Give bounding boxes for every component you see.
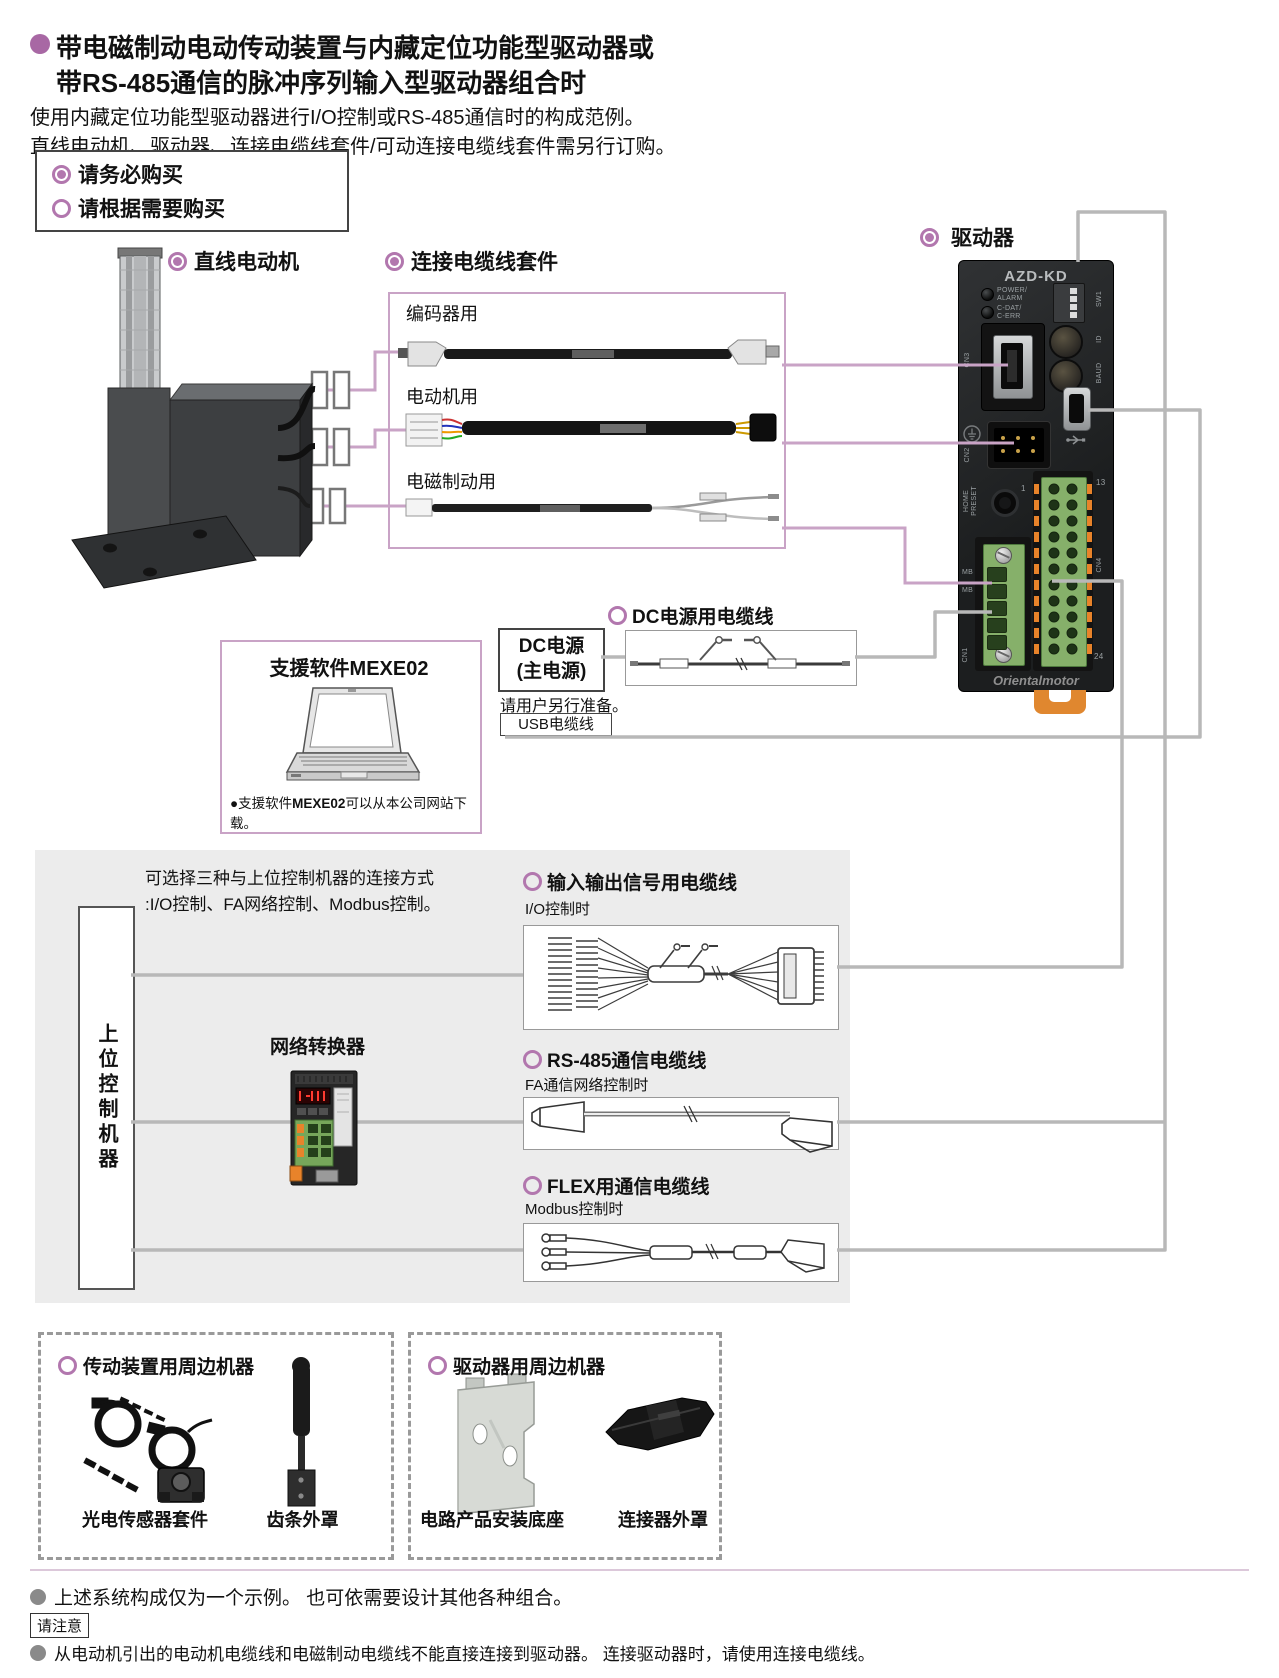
title-bullet-icon: [30, 34, 50, 54]
dc-power-box: DC电源 (主电源): [498, 628, 605, 692]
flex-cable-box: [523, 1223, 839, 1282]
io-cable-label: 输入输出信号用电缆线: [523, 868, 737, 895]
mexe02-box: [220, 640, 482, 834]
sw1-dip-switch: [1053, 283, 1085, 323]
driver-bullet-icon: [920, 227, 939, 247]
cable-set-label: 连接电缆线套件: [385, 246, 558, 276]
actuator-peripherals-bullet-icon: [58, 1356, 77, 1375]
rs485-cable-box: [523, 1097, 839, 1150]
encoder-cable-label: 编码器用: [406, 304, 478, 324]
cable-set-bullet-icon: [385, 251, 404, 271]
page-title-line1: 带电磁制动电动传动装置与内藏定位功能型驱动器或: [56, 33, 655, 63]
footer-note2: 从电动机引出的电动机电缆线和电磁制动电缆线不能直接连接到驱动器。 连接驱动器时，…: [30, 1640, 875, 1665]
id-label: ID: [1096, 335, 1103, 343]
baud-label: BAUD: [1096, 362, 1103, 384]
cdat-cerr-led-icon: [981, 306, 994, 319]
usb-cable-label: USB电缆线: [518, 716, 594, 733]
cn4-terminal: [1033, 471, 1093, 671]
mexe02-note: ●支援软件MEXE02可以从本公司网站下载。: [230, 796, 467, 831]
usb-cable-box: USB电缆线: [500, 713, 612, 736]
usb-port: [1063, 387, 1091, 431]
sensor-set-label: 光电传感器套件: [82, 1510, 208, 1530]
legend-box: [35, 150, 349, 232]
io-bullet-icon: [523, 872, 542, 891]
sw1-label: SW1: [1096, 290, 1103, 308]
driver-brand-logo: Orientalmotor: [993, 673, 1079, 688]
flex-cable-label: FLEX用通信电缆线: [523, 1172, 710, 1199]
cn1-terminal: [975, 537, 1031, 671]
control-select-line2: :I/O控制、FA网络控制、Modbus控制。: [145, 895, 441, 914]
dc-power-line2: (主电源): [516, 661, 587, 682]
footer-divider: [30, 1569, 1249, 1571]
cn2-label: CN2: [964, 447, 971, 463]
cn3-port: [981, 323, 1045, 411]
caution-badge: 请注意: [30, 1613, 90, 1638]
flex-cable-sub: Modbus控制时: [525, 1201, 624, 1218]
host-controller-box: 上位控制机器: [78, 906, 135, 1290]
io-cable-box: [523, 925, 839, 1030]
cn2-port: [987, 421, 1051, 469]
id-rotary-switch: [1049, 325, 1083, 359]
cn4-pin13-label: 13: [1096, 478, 1106, 487]
driver-panel: AZD-KD POWER/ALARM C-DAT/C-ERR SW1 ID BA…: [958, 260, 1114, 692]
cn4-pin24-label: 24: [1094, 652, 1104, 661]
driver-model: AZD-KD: [1004, 268, 1068, 285]
rs485-cable-sub: FA通信网络控制时: [525, 1077, 649, 1094]
legend-required: 请务必购买: [52, 159, 183, 189]
host-controller-label: 上位控制机器: [95, 1023, 117, 1173]
brake-cable-label: 电磁制动用: [406, 472, 496, 492]
usb-icon: [1066, 435, 1086, 445]
footer-note1: 上述系统构成仅为一个示例。 也可依需要设计其他各种组合。: [30, 1583, 572, 1610]
optional-bullet-icon: [52, 198, 71, 218]
driver-peripherals-label: 驱动器用周边机器: [428, 1352, 605, 1379]
home-preset-button: [991, 489, 1019, 517]
control-select-line1: 可选择三种与上位控制机器的连接方式: [145, 869, 434, 888]
linear-motor-label: 直线电动机: [168, 246, 299, 276]
power-alarm-led-icon: [981, 288, 994, 301]
rs485-bullet-icon: [523, 1050, 542, 1069]
connector-cover-label: 连接器外罩: [618, 1510, 708, 1530]
network-converter-label: 网络转换器: [270, 1037, 366, 1058]
driver-label: 驱动器: [920, 222, 1014, 252]
flex-bullet-icon: [523, 1176, 542, 1195]
actuator-peripherals-label: 传动装置用周边机器: [58, 1352, 254, 1379]
cn1-label: CN1: [962, 647, 969, 663]
footer-bullet2-icon: [30, 1644, 46, 1661]
description-line1: 使用内藏定位功能型驱动器进行I/O控制或RS-485通信时的构成范例。: [30, 107, 645, 129]
cable-set-box: [388, 292, 786, 549]
mexe02-title: 支援软件MEXE02: [269, 658, 429, 680]
dc-cable-bullet-icon: [608, 606, 627, 625]
linear-motor-image: [71, 247, 316, 589]
dc-cable-box: [625, 630, 857, 686]
required-bullet-icon: [52, 164, 71, 184]
driver-peripherals-bullet-icon: [428, 1356, 447, 1375]
legend-optional: 请根据需要购买: [52, 193, 225, 223]
cn4-pin1-label: 1: [1021, 484, 1026, 493]
linear-motor-bullet-icon: [168, 251, 187, 271]
rack-cover-label: 齿条外罩: [266, 1510, 339, 1530]
footer-bullet1-icon: [30, 1588, 46, 1605]
rs485-cable-label: RS-485通信电缆线: [523, 1046, 706, 1073]
mb-label-b: MB: [962, 587, 974, 594]
mounting-plate-label: 电路产品安装底座: [420, 1510, 564, 1530]
dc-cable-label: DC电源用电缆线: [608, 602, 773, 629]
din-clip: [1034, 690, 1086, 714]
mb-label-a: MB: [962, 569, 974, 576]
motor-cable-label: 电动机用: [406, 387, 478, 407]
prepare-note: 请用户另行准备。: [500, 698, 629, 715]
cn4-label: CN4: [1096, 557, 1103, 573]
cn3-label: CN3: [964, 352, 971, 368]
io-cable-sub: I/O控制时: [525, 901, 591, 918]
dc-power-line1: DC电源: [518, 636, 585, 657]
page-title-line2: 带RS-485通信的脉冲序列输入型驱动器组合时: [56, 68, 587, 98]
